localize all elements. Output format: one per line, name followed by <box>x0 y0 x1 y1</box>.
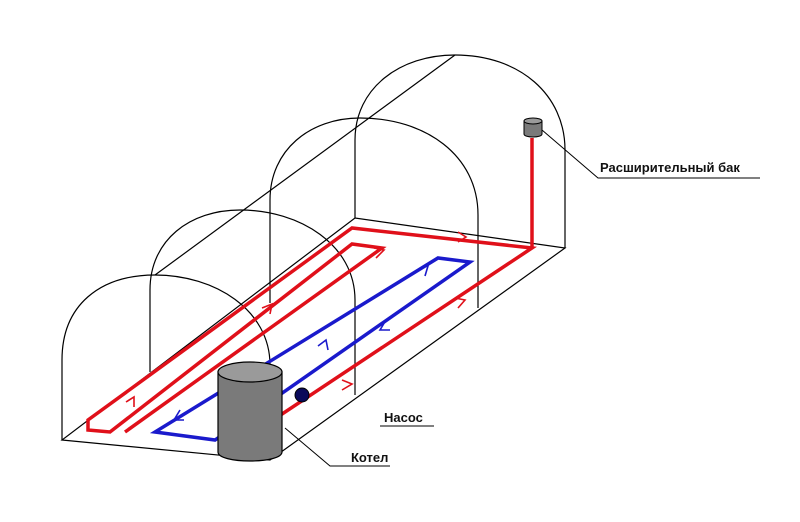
hot-pipe-outer <box>86 226 537 434</box>
boiler-label: Котел <box>351 450 389 465</box>
hot-pipe-loop <box>86 138 537 434</box>
hot-arrow-3 <box>125 395 135 407</box>
hot-arrow-1 <box>457 231 468 243</box>
tank-leader <box>541 129 760 179</box>
arch-3 <box>269 117 479 308</box>
boiler-leader <box>284 427 390 467</box>
hot-arrow-6 <box>454 297 467 309</box>
greenhouse-frame <box>60 54 567 461</box>
tank-top <box>523 117 543 125</box>
hot-arrow-2 <box>261 302 274 315</box>
pump-label: Насос <box>384 410 423 425</box>
boiler <box>217 361 283 462</box>
tank-body <box>523 120 543 138</box>
cold-arrow-4 <box>172 409 184 421</box>
cold-arrow-1 <box>419 264 430 277</box>
cold-pipe-arrows <box>172 264 430 421</box>
cold-arrow-3 <box>378 319 390 331</box>
expansion-tank-label: Расширительный бак <box>600 160 740 175</box>
boiler-top <box>217 361 283 383</box>
cold-arrow-2 <box>317 338 329 351</box>
expansion-tank <box>523 117 543 138</box>
cold-pipe-loop <box>149 256 475 442</box>
ridge-line <box>154 54 456 276</box>
pump <box>294 387 310 403</box>
leader-lines <box>284 129 760 467</box>
hot-arrow-4 <box>373 247 386 259</box>
hot-pipe-arrows <box>125 231 468 407</box>
hot-arrow-5 <box>341 379 354 391</box>
cold-pipe-outer <box>149 256 475 442</box>
arch-2 <box>149 209 356 395</box>
boiler-body <box>217 371 283 462</box>
back-arch <box>354 54 566 248</box>
